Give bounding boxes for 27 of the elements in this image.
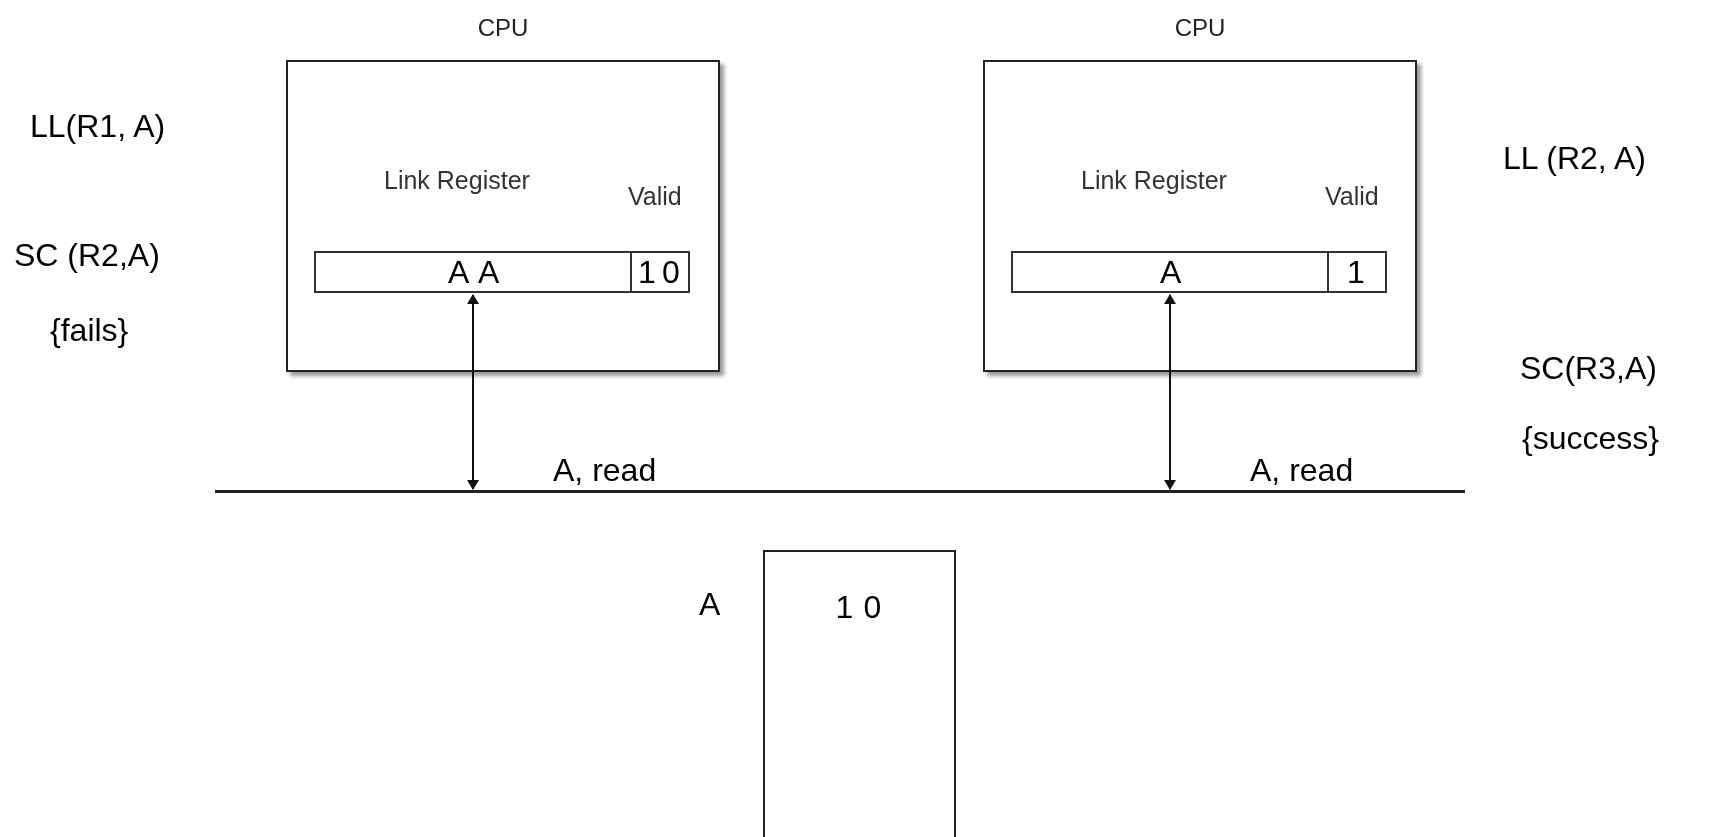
cell-value: 1 [835,591,854,623]
cpu-label: CPU [1173,14,1227,42]
register-heading: Link Register [384,166,530,195]
bus-line [215,490,1465,493]
instruction-note: SC(R3,A) [1520,350,1657,387]
instruction-note: LL (R2, A) [1503,140,1646,177]
cell-value: A [1160,256,1182,288]
valid-heading: Valid [1325,182,1379,211]
link-register-field [1011,251,1329,293]
cell-value: A [448,256,470,288]
cell-value: A [478,256,500,288]
valid-bit-field [630,251,690,293]
memory-box [763,550,956,837]
valid-bit-field [1327,251,1387,293]
cpu-label: CPU [476,14,530,42]
instruction-note: {fails} [50,312,129,349]
cell-value: 1 [1347,256,1365,288]
link-register-field [314,251,632,293]
instruction-note: SC (R2,A) [14,237,160,274]
address-label: A [699,586,721,623]
valid-heading: Valid [628,182,682,211]
register-heading: Link Register [1081,166,1227,195]
cell-value: 1 [638,256,656,288]
cell-value: 0 [863,591,882,623]
cell-value: 0 [662,256,680,288]
instruction-note: {success} [1522,420,1659,457]
instruction-note: LL(R1, A) [30,108,166,145]
